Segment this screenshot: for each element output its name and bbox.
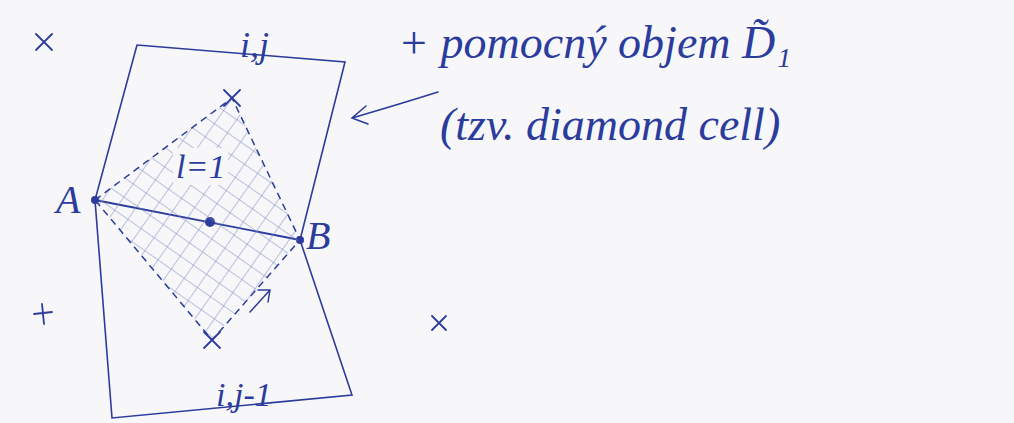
point-label: A (56, 178, 80, 222)
diamond-outline (95, 98, 300, 340)
cell-parameter: l=1 (173, 148, 228, 185)
cell-index: i,j-1 (216, 376, 272, 413)
callout-note: (tzv. diamond cell) (440, 100, 780, 151)
cell-centre-marks (34, 34, 446, 348)
cell-index: i,j (240, 26, 269, 66)
callout-note: + pomocný objem D̃₁ (398, 18, 791, 69)
leader-arrow (352, 92, 438, 124)
diamond-cell: l=1 (95, 98, 300, 340)
point-label: B (306, 214, 330, 258)
cell-outline (95, 45, 352, 418)
